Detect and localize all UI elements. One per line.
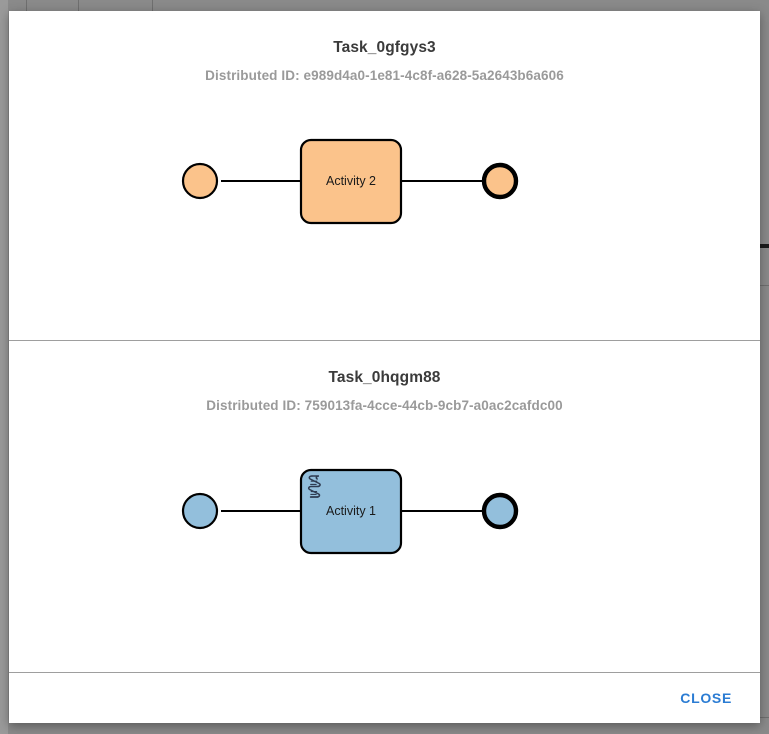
bpmn-canvas-container[interactable]: Activity 2 bbox=[9, 83, 760, 283]
activity-task-shape[interactable] bbox=[299, 138, 403, 225]
backdrop-bottom-divider bbox=[755, 717, 769, 718]
bpmn-diagram[interactable]: Activity 1 bbox=[9, 413, 760, 613]
activity-task-label: Activity 2 bbox=[326, 174, 376, 188]
end-event-icon[interactable] bbox=[481, 162, 519, 200]
bpmn-diagram[interactable]: Activity 2 bbox=[9, 83, 760, 283]
task-panel: Task_0gfgys3 Distributed ID: e989d4a0-1e… bbox=[9, 11, 760, 341]
activity-task-label: Activity 1 bbox=[326, 504, 376, 518]
dialog-body: Task_0gfgys3 Distributed ID: e989d4a0-1e… bbox=[9, 11, 760, 672]
start-event-icon[interactable] bbox=[181, 492, 219, 530]
task-distributed-id: Distributed ID: e989d4a0-1e81-4c8f-a628-… bbox=[205, 68, 564, 83]
backdrop-left-rail bbox=[0, 0, 8, 734]
backdrop-right-marker bbox=[755, 244, 769, 248]
activity-task-shape[interactable] bbox=[299, 468, 403, 555]
bpmn-canvas-container[interactable]: Activity 1 bbox=[9, 413, 760, 613]
task-title: Task_0gfgys3 bbox=[333, 39, 436, 56]
close-button[interactable]: CLOSE bbox=[668, 682, 744, 714]
task-title: Task_0hqgm88 bbox=[328, 369, 441, 386]
start-event-icon[interactable] bbox=[181, 162, 219, 200]
end-event-icon[interactable] bbox=[481, 492, 519, 530]
backdrop-right-divider bbox=[755, 285, 769, 286]
script-task-icon bbox=[307, 475, 321, 498]
dialog-footer: CLOSE bbox=[9, 672, 760, 723]
task-panel: Task_0hqgm88 Distributed ID: 759013fa-4c… bbox=[9, 341, 760, 671]
task-distributed-id: Distributed ID: 759013fa-4cce-44cb-9cb7-… bbox=[206, 398, 563, 413]
task-detail-dialog: Task_0gfgys3 Distributed ID: e989d4a0-1e… bbox=[9, 11, 760, 723]
